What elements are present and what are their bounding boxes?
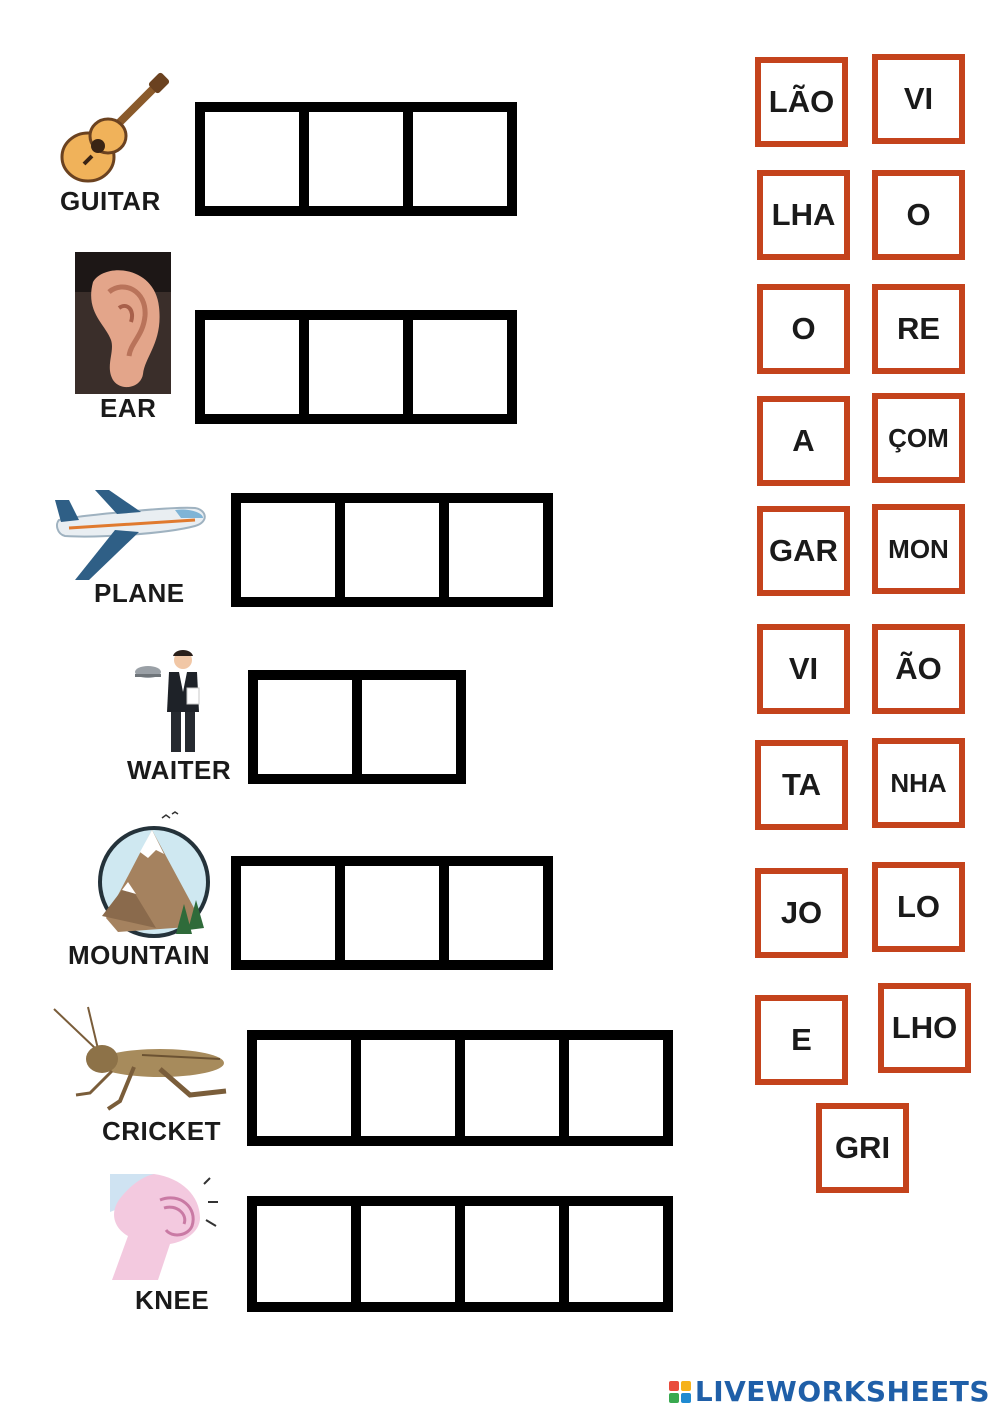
syllable-tile[interactable]: TA xyxy=(755,740,848,830)
syllable-tile[interactable]: LÃO xyxy=(755,57,848,147)
answer-slot[interactable] xyxy=(403,102,517,216)
knee-icon xyxy=(110,1174,218,1280)
answer-slot[interactable] xyxy=(195,310,309,424)
answer-slot[interactable] xyxy=(455,1030,569,1146)
cricket-icon xyxy=(53,1006,227,1111)
syllable-tile[interactable]: GAR xyxy=(757,506,850,596)
word-label-knee: KNEE xyxy=(135,1285,210,1315)
answer-slot[interactable] xyxy=(195,102,309,216)
guitar-icon xyxy=(60,72,170,183)
answer-slots-cricket xyxy=(247,1030,673,1146)
answer-slot[interactable] xyxy=(248,670,362,784)
ear-icon xyxy=(75,252,171,394)
syllable-tile[interactable]: RE xyxy=(872,284,965,374)
answer-slots-knee xyxy=(247,1196,673,1312)
syllable-tile[interactable]: LHO xyxy=(878,983,971,1073)
answer-slot[interactable] xyxy=(351,1030,465,1146)
answer-slot[interactable] xyxy=(455,1196,569,1312)
answer-slot[interactable] xyxy=(559,1030,673,1146)
word-label-guitar: GUITAR xyxy=(60,186,161,216)
answer-slots-ear xyxy=(195,310,517,424)
answer-slot[interactable] xyxy=(299,102,413,216)
word-label-waiter: WAITER xyxy=(127,755,232,785)
answer-slots-plane xyxy=(231,493,553,607)
brand-name: LIVEWORKSHEETS xyxy=(694,1375,990,1408)
syllable-tile[interactable]: VI xyxy=(757,624,850,714)
plane-icon xyxy=(55,490,206,580)
syllable-tile[interactable]: VI xyxy=(872,54,965,144)
answer-slot[interactable] xyxy=(231,493,345,607)
answer-slot[interactable] xyxy=(439,493,553,607)
answer-slots-guitar xyxy=(195,102,517,216)
waiter-icon xyxy=(135,650,200,752)
syllable-tile[interactable]: O xyxy=(872,170,965,260)
syllable-tile[interactable]: A xyxy=(757,396,850,486)
answer-slot[interactable] xyxy=(247,1196,361,1312)
word-label-mountain: MOUNTAIN xyxy=(68,940,211,970)
syllable-tile[interactable]: O xyxy=(757,284,850,374)
word-label-cricket: CRICKET xyxy=(102,1116,222,1146)
brand-footer: LIVEWORKSHEETS xyxy=(668,1375,990,1408)
mountain-icon xyxy=(98,811,210,938)
syllable-tile[interactable]: NHA xyxy=(872,738,965,828)
answer-slot[interactable] xyxy=(559,1196,673,1312)
answer-slot[interactable] xyxy=(247,1030,361,1146)
syllable-tile[interactable]: JO xyxy=(755,868,848,958)
answer-slot[interactable] xyxy=(352,670,466,784)
answer-slot[interactable] xyxy=(335,493,449,607)
syllable-tile[interactable]: LHA xyxy=(757,170,850,260)
answer-slot[interactable] xyxy=(351,1196,465,1312)
syllable-tile[interactable]: GRI xyxy=(816,1103,909,1193)
syllable-tile[interactable]: E xyxy=(755,995,848,1085)
word-label-plane: PLANE xyxy=(94,578,185,608)
syllable-tile[interactable]: MON xyxy=(872,504,965,594)
answer-slot[interactable] xyxy=(299,310,413,424)
answer-slot[interactable] xyxy=(231,856,345,970)
answer-slot[interactable] xyxy=(403,310,517,424)
answer-slot[interactable] xyxy=(335,856,449,970)
answer-slot[interactable] xyxy=(439,856,553,970)
syllable-tile[interactable]: ÃO xyxy=(872,624,965,714)
syllable-tile[interactable]: ÇOM xyxy=(872,393,965,483)
syllable-tile[interactable]: LO xyxy=(872,862,965,952)
answer-slots-mountain xyxy=(231,856,553,970)
brand-logo-icon xyxy=(668,1380,691,1403)
answer-slots-waiter xyxy=(248,670,466,784)
word-label-ear: EAR xyxy=(100,393,157,423)
